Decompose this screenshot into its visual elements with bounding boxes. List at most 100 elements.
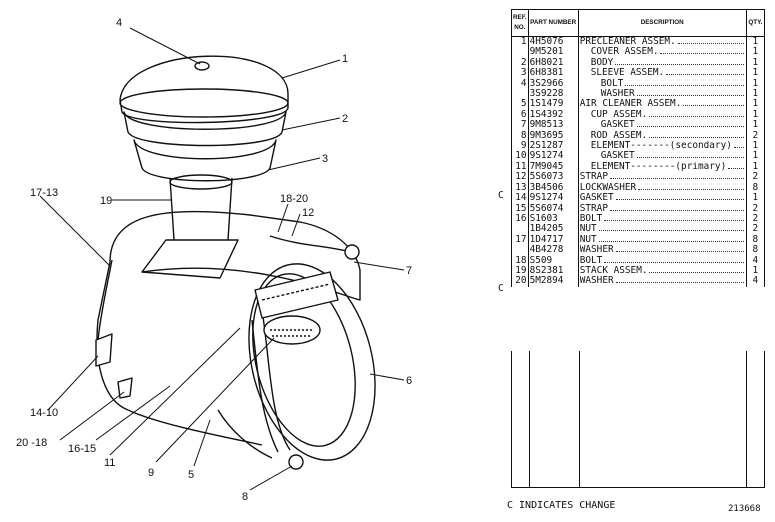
ref-number-cell: 15 bbox=[511, 203, 529, 214]
ref-number-cell: 20 bbox=[511, 276, 529, 287]
description-text: ELEMENT-------(secondary) bbox=[590, 141, 732, 152]
description-cell: ELEMENT--------(primary) bbox=[578, 161, 747, 173]
description-text: CUP ASSEM. bbox=[590, 109, 648, 120]
callout-5: 5 bbox=[188, 469, 194, 481]
ref-number-cell bbox=[511, 245, 529, 256]
description-cell: ROD ASSEM. bbox=[578, 130, 747, 142]
ref-number-cell: 4 bbox=[511, 78, 529, 90]
description-text: GASKET bbox=[600, 151, 635, 162]
quantity-cell: 1 bbox=[746, 89, 766, 100]
header-ref-no: REF. NO. bbox=[511, 9, 529, 37]
description-text: SLEEVE ASSEM. bbox=[590, 68, 665, 79]
ref-number-cell: 17 bbox=[511, 234, 529, 246]
callout-4: 4 bbox=[116, 17, 122, 29]
mount-gasket bbox=[95, 333, 113, 367]
ref-number-cell: 3 bbox=[511, 68, 529, 79]
column-rule bbox=[529, 351, 530, 487]
ref-number-cell: 14 bbox=[511, 193, 529, 204]
quantity-cell: 1 bbox=[746, 57, 766, 69]
strap-bolt-top bbox=[344, 244, 360, 260]
callout-14-10: 14-10 bbox=[30, 407, 58, 419]
change-footnote: C INDICATES CHANGE bbox=[507, 500, 616, 511]
dot-leader bbox=[733, 147, 744, 149]
precleaner-bolt bbox=[194, 61, 210, 71]
element-pleats bbox=[261, 283, 331, 301]
ref-number-cell bbox=[511, 47, 529, 58]
description-cell: WASHER bbox=[578, 245, 747, 256]
part-number-cell: 9S1274 bbox=[528, 193, 579, 204]
part-number-cell: 8S2381 bbox=[528, 265, 579, 277]
part-number-cell: S1603 bbox=[528, 213, 579, 225]
quantity-cell: 2 bbox=[746, 130, 766, 142]
body-seam bbox=[97, 259, 113, 341]
stack-tube bbox=[169, 177, 233, 241]
ref-number-cell: 10 bbox=[511, 151, 529, 162]
description-cell: PRECLEANER ASSEM. bbox=[578, 36, 747, 48]
leader-lines bbox=[39, 27, 405, 491]
dot-leader bbox=[609, 209, 744, 211]
description-text: BOLT bbox=[579, 213, 603, 224]
ref-number-cell: 12 bbox=[511, 172, 529, 183]
precleaner-cover bbox=[119, 55, 289, 124]
dot-leader bbox=[636, 95, 744, 97]
strap-bottom bbox=[217, 409, 273, 459]
dot-leader bbox=[604, 261, 744, 263]
quantity-cell: 2 bbox=[746, 172, 766, 183]
dot-leader bbox=[636, 126, 744, 128]
description-cell: NUT bbox=[578, 234, 747, 246]
description-cell: LOCKWASHER bbox=[578, 182, 747, 194]
description-cell: SLEEVE ASSEM. bbox=[578, 68, 747, 79]
ref-number-cell bbox=[511, 224, 529, 235]
quantity-cell: 1 bbox=[746, 68, 766, 79]
quantity-cell: 8 bbox=[746, 245, 766, 256]
quantity-cell: 4 bbox=[746, 255, 766, 266]
exploded-parts-diagram: 4 1 2 3 19 17-13 18-20 12 7 6 14-10 20 -… bbox=[16, 17, 412, 503]
quantity-cell: 1 bbox=[746, 141, 766, 152]
stack-flange bbox=[141, 239, 239, 279]
dot-leader bbox=[649, 136, 744, 138]
dot-leader bbox=[625, 84, 744, 86]
part-number-cell: 9M5201 bbox=[528, 47, 579, 58]
description-cell: ELEMENT-------(secondary) bbox=[578, 141, 747, 152]
description-cell: BODY bbox=[578, 57, 747, 69]
dot-leader bbox=[677, 43, 744, 44]
dot-leader bbox=[615, 199, 744, 201]
ref-number-cell: 2 bbox=[511, 57, 529, 69]
header-qty: QTY. bbox=[745, 9, 766, 37]
part-number-cell: 3S9228 bbox=[528, 89, 579, 100]
description-cell: NUT bbox=[578, 224, 747, 235]
description-cell: STRAP bbox=[578, 172, 747, 183]
air-cleaner-drawing: 4 1 2 3 19 17-13 18-20 12 7 6 14-10 20 -… bbox=[16, 17, 412, 503]
quantity-cell: 8 bbox=[746, 182, 766, 194]
dot-leader bbox=[598, 230, 744, 232]
part-number-cell: 9M8513 bbox=[528, 120, 579, 131]
strap-bolt-bottom bbox=[288, 454, 304, 470]
quantity-cell: 1 bbox=[746, 161, 766, 173]
part-number-cell: 1B4205 bbox=[528, 224, 579, 235]
part-number-cell: 1S1479 bbox=[528, 99, 579, 110]
callout-20-18: 20 -18 bbox=[16, 437, 47, 449]
quantity-cell: 1 bbox=[746, 78, 766, 90]
description-text: STRAP bbox=[579, 203, 608, 214]
part-number-cell: 3S2966 bbox=[528, 78, 579, 90]
ref-number-cell: 11 bbox=[511, 161, 529, 173]
quantity-cell: 2 bbox=[746, 224, 766, 235]
description-text: COVER ASSEM. bbox=[590, 47, 659, 58]
description-cell: BOLT bbox=[578, 78, 747, 90]
quantity-cell: 1 bbox=[746, 265, 766, 277]
callout-9: 9 bbox=[148, 467, 154, 479]
description-cell: GASKET bbox=[578, 120, 747, 131]
callout-18-20: 18-20 bbox=[280, 193, 308, 205]
description-text: WASHER bbox=[579, 245, 614, 256]
